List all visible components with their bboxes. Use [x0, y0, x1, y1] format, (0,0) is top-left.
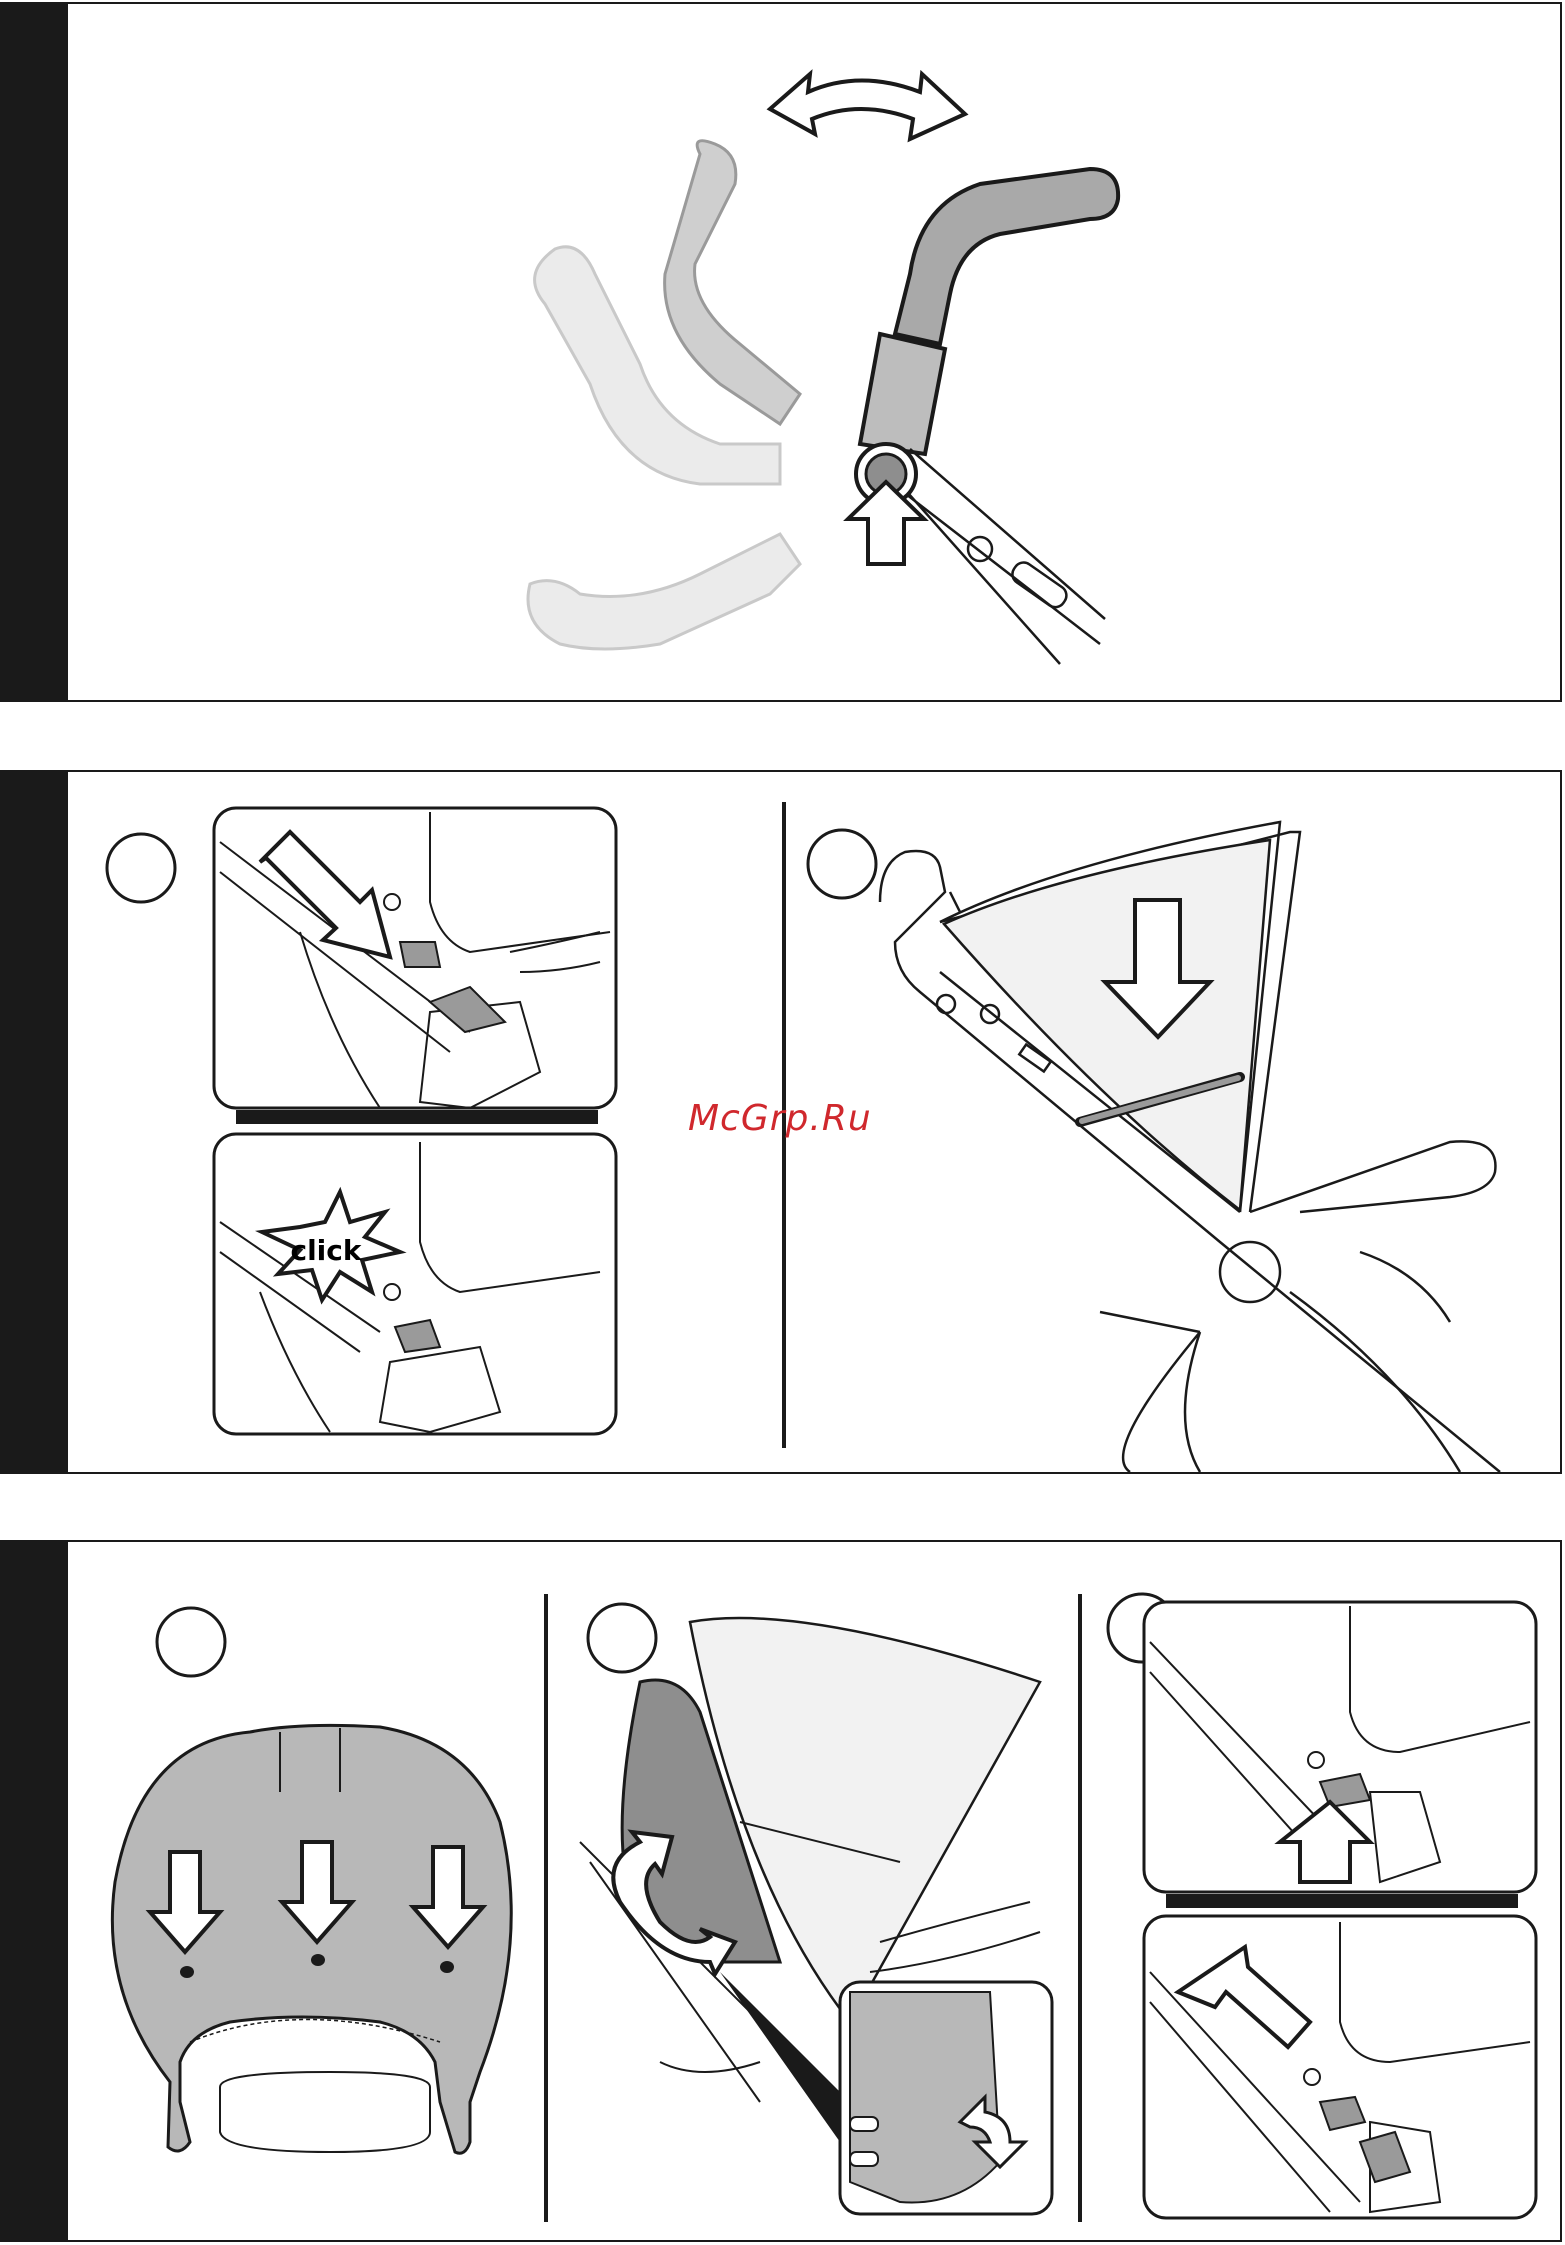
step-circle-b	[808, 830, 876, 898]
rotate-double-arrow-icon	[770, 74, 965, 139]
canopy-cover-illustration	[0, 1542, 1562, 2244]
panel-handlebar-adjust	[0, 2, 1562, 702]
step-circle-a	[107, 834, 175, 902]
handlebar-illustration	[0, 4, 1562, 704]
panel-canopy-cover	[0, 1540, 1562, 2242]
push-arrow-icon	[848, 482, 924, 564]
click-label: click	[290, 1234, 362, 1267]
step-circle-b	[588, 1604, 656, 1672]
step-circle-a	[157, 1608, 225, 1676]
watermark: McGrp.Ru	[688, 1098, 872, 1139]
